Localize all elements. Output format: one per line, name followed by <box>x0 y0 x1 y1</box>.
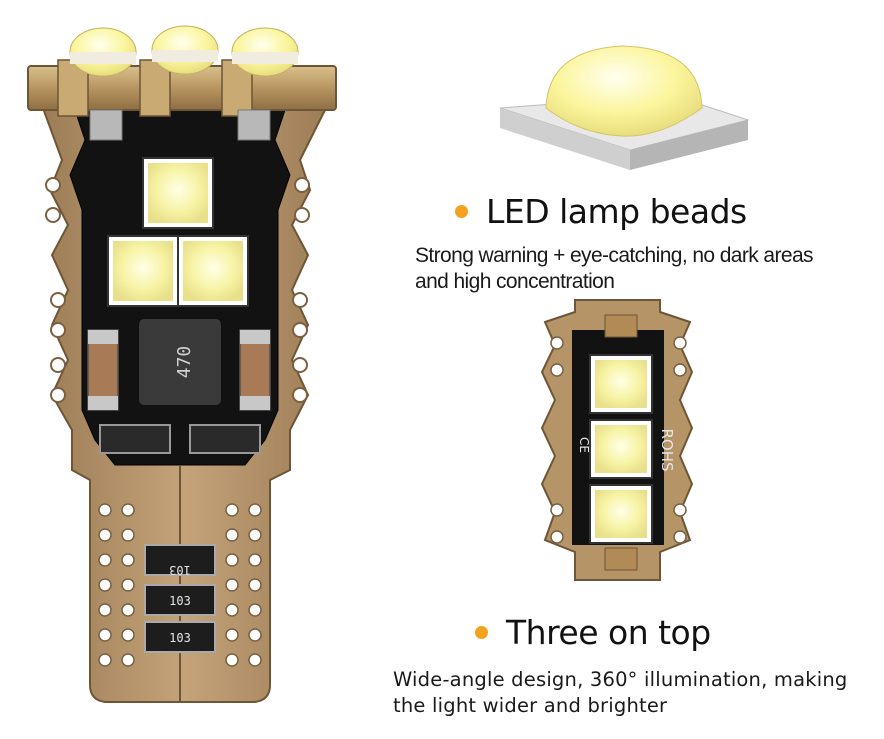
bullet-dot-icon <box>455 205 468 218</box>
small-led-board: ROHS CE <box>540 299 694 581</box>
base-pad-holes <box>98 503 262 667</box>
resistor-label-1: 103 <box>169 563 191 577</box>
section-description-led-beads: Strong warning + eye-catching, no dark a… <box>415 243 814 295</box>
heading-text: LED lamp beads <box>486 192 747 231</box>
inductor-label: 470 <box>174 346 195 379</box>
description-line: the light wider and brighter <box>393 694 668 717</box>
capacitors <box>87 329 271 411</box>
heading-text: Three on top <box>506 613 711 652</box>
section-heading-led-beads: LED lamp beads <box>455 192 747 231</box>
front-smd-leds <box>107 157 249 307</box>
ce-mark: CE <box>577 437 591 453</box>
inductor-470: 470 <box>137 317 223 407</box>
description-line: Strong warning + eye-catching, no dark a… <box>415 244 814 267</box>
bullet-dot-icon <box>475 626 488 639</box>
resistor-label-2: 103 <box>169 594 191 608</box>
led-bead-illustration <box>499 45 750 170</box>
section-heading-three-on-top: Three on top <box>475 613 711 652</box>
resistor-label-3: 103 <box>169 631 191 645</box>
top-dome-leds <box>69 25 299 77</box>
section-description-three-on-top: Wide-angle design, 360° illumination, ma… <box>393 667 848 719</box>
description-line: Wide-angle design, 360° illumination, ma… <box>393 668 848 691</box>
description-line: and high concentration <box>415 270 615 293</box>
top-connector-bar <box>27 59 337 117</box>
rohs-mark: ROHS <box>658 428 676 471</box>
resistors: 103 103 103 <box>144 544 216 653</box>
diodes <box>99 424 261 454</box>
